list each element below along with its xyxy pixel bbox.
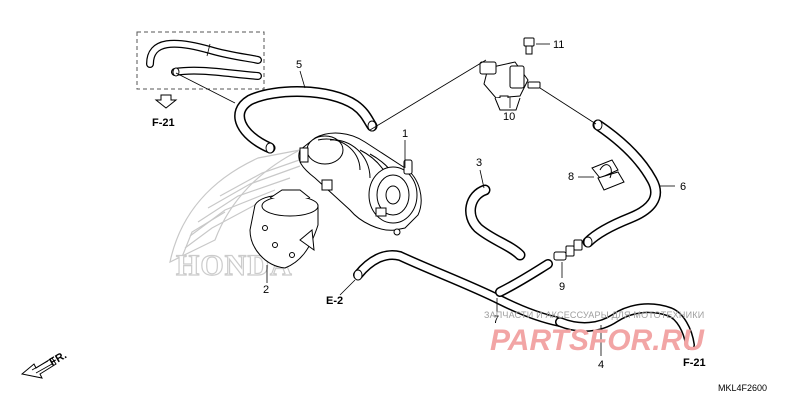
part-8-clip <box>591 159 625 191</box>
callout-6[interactable]: 6 <box>680 181 686 193</box>
leader-5 <box>299 70 306 89</box>
leader-ref <box>175 72 236 104</box>
honda-wing-emblem <box>169 149 306 264</box>
connection-line <box>369 59 487 131</box>
callout-2[interactable]: 2 <box>263 284 269 296</box>
part-5-hose <box>234 86 378 154</box>
part-7-hose <box>353 250 565 327</box>
callout-8[interactable]: 8 <box>568 171 574 183</box>
callout-3[interactable]: 3 <box>476 157 482 169</box>
part-1-canister <box>298 132 422 236</box>
part-3-hose <box>465 184 526 261</box>
part-6-hose <box>582 119 662 248</box>
callout-5[interactable]: 5 <box>296 59 302 71</box>
reference-box <box>136 31 265 90</box>
reference-arrow-icon <box>154 94 178 109</box>
part-4-hose <box>555 303 695 350</box>
watermark-tagline: ЗАПЧАСТИ И АКСЕССУАРЫ ДЛЯ МОТОТЕХНИКИ <box>484 310 704 320</box>
callout-10[interactable]: 10 <box>503 111 515 123</box>
callout-9[interactable]: 9 <box>559 281 565 293</box>
watermark-logo: PARTSFOR.RU <box>490 324 705 357</box>
callout-4[interactable]: 4 <box>598 359 604 371</box>
part-11-bolt <box>523 37 535 55</box>
part-9-joint <box>553 239 583 261</box>
connection-line-right <box>539 87 597 125</box>
leader-e2 <box>339 279 356 296</box>
part-2-band <box>249 189 319 269</box>
callout-11[interactable]: 11 <box>553 39 564 51</box>
reference-box-hose <box>146 39 262 80</box>
ref-fr: FR. <box>48 349 69 368</box>
leader-3 <box>479 169 485 189</box>
ref-e2[interactable]: E-2 <box>326 295 343 307</box>
callout-7[interactable]: 7 <box>493 314 499 326</box>
ref-f21-top[interactable]: F-21 <box>152 117 175 129</box>
diagram-code: MKL4F2600 <box>718 383 767 393</box>
callout-1[interactable]: 1 <box>402 128 408 140</box>
ref-f21-bottom[interactable]: F-21 <box>683 357 706 369</box>
part-10-valve <box>479 61 541 111</box>
front-direction-arrow <box>20 357 57 379</box>
